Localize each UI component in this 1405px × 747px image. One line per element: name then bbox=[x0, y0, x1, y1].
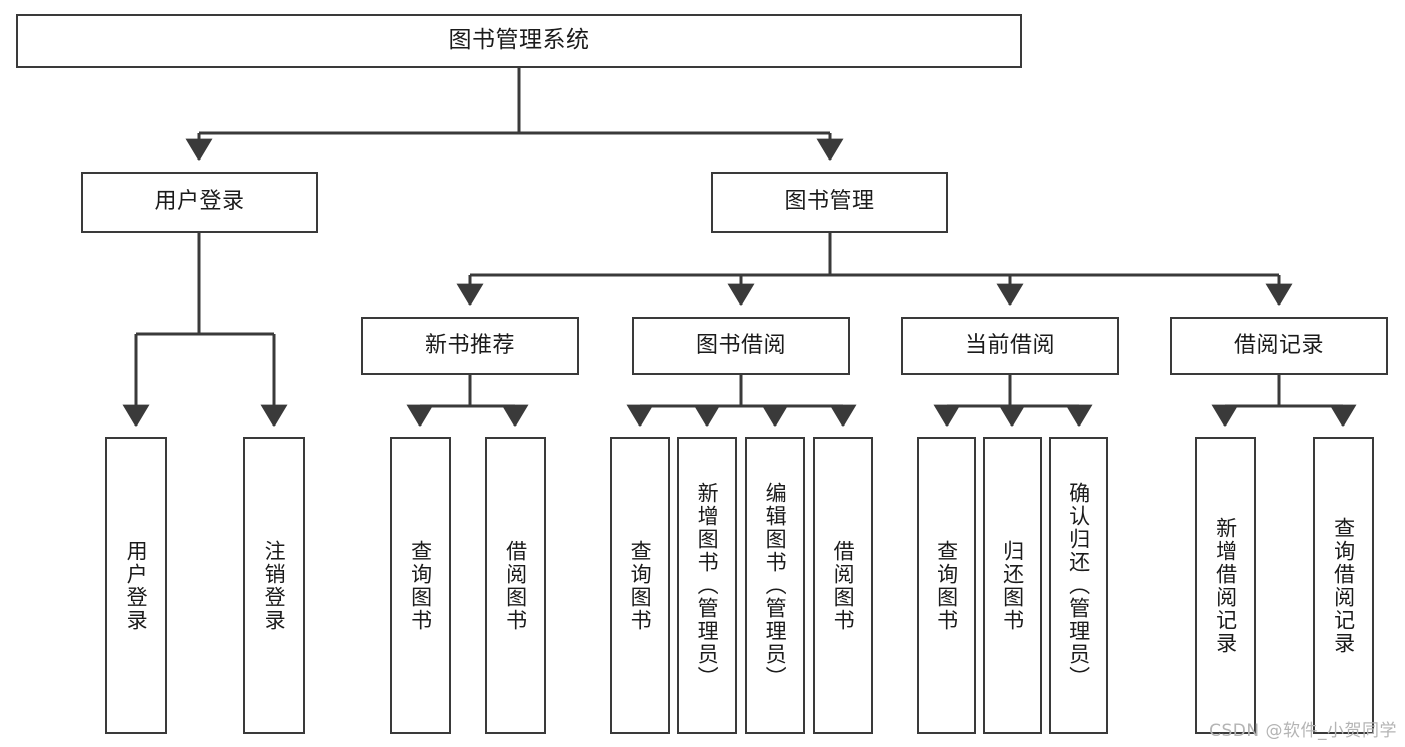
leaf-logout-label: 注销登录 bbox=[262, 539, 287, 632]
leaf-logout[interactable]: 注销登录 bbox=[243, 437, 305, 734]
leaf-borrow-book-1[interactable]: 借阅图书 bbox=[485, 437, 546, 734]
leaf-query-book-2-label: 查询图书 bbox=[628, 539, 653, 632]
leaf-query-borrow-record[interactable]: 查询借阅记录 bbox=[1313, 437, 1374, 734]
leaf-return-book[interactable]: 归还图书 bbox=[983, 437, 1042, 734]
node-new-book-recommend[interactable]: 新书推荐 bbox=[361, 317, 579, 375]
node-borrow-record-label: 借阅记录 bbox=[1233, 332, 1324, 358]
leaf-edit-book[interactable]: 编辑图书（管理员） bbox=[745, 437, 805, 734]
leaf-add-borrow-record-label: 新增借阅记录 bbox=[1213, 516, 1238, 655]
leaf-login[interactable]: 用户登录 bbox=[105, 437, 167, 734]
leaf-borrow-book-1-label: 借阅图书 bbox=[503, 539, 528, 632]
node-book-borrow-label: 图书借阅 bbox=[695, 332, 786, 358]
node-book-borrow[interactable]: 图书借阅 bbox=[632, 317, 850, 375]
node-book-management[interactable]: 图书管理 bbox=[711, 172, 948, 233]
leaf-query-book-3-label: 查询图书 bbox=[934, 539, 959, 632]
leaf-add-book-label: 新增图书（管理员） bbox=[695, 482, 720, 689]
leaf-confirm-return-label: 确认归还（管理员） bbox=[1066, 482, 1091, 689]
node-book-management-label: 图书管理 bbox=[784, 189, 875, 215]
node-new-book-recommend-label: 新书推荐 bbox=[424, 332, 515, 358]
leaf-borrow-book-2-label: 借阅图书 bbox=[831, 539, 856, 632]
watermark: CSDN @软件_小贺同学 bbox=[1209, 721, 1397, 741]
node-current-borrow[interactable]: 当前借阅 bbox=[901, 317, 1119, 375]
leaf-query-book-1-label: 查询图书 bbox=[408, 539, 433, 632]
node-user-login-label: 用户登录 bbox=[154, 189, 245, 215]
node-current-borrow-label: 当前借阅 bbox=[964, 332, 1055, 358]
leaf-borrow-book-2[interactable]: 借阅图书 bbox=[813, 437, 873, 734]
node-user-login[interactable]: 用户登录 bbox=[81, 172, 318, 233]
leaf-return-book-label: 归还图书 bbox=[1000, 539, 1025, 632]
leaf-query-book-1[interactable]: 查询图书 bbox=[390, 437, 451, 734]
leaf-confirm-return[interactable]: 确认归还（管理员） bbox=[1049, 437, 1108, 734]
leaf-login-label: 用户登录 bbox=[124, 539, 149, 632]
node-borrow-record[interactable]: 借阅记录 bbox=[1170, 317, 1388, 375]
leaf-edit-book-label: 编辑图书（管理员） bbox=[763, 482, 788, 689]
node-root-label: 图书管理系统 bbox=[448, 27, 590, 54]
leaf-add-book[interactable]: 新增图书（管理员） bbox=[677, 437, 737, 734]
leaf-add-borrow-record[interactable]: 新增借阅记录 bbox=[1195, 437, 1256, 734]
leaf-query-book-3[interactable]: 查询图书 bbox=[917, 437, 976, 734]
node-root[interactable]: 图书管理系统 bbox=[16, 14, 1022, 68]
leaf-query-borrow-record-label: 查询借阅记录 bbox=[1331, 516, 1356, 655]
leaf-query-book-2[interactable]: 查询图书 bbox=[610, 437, 670, 734]
